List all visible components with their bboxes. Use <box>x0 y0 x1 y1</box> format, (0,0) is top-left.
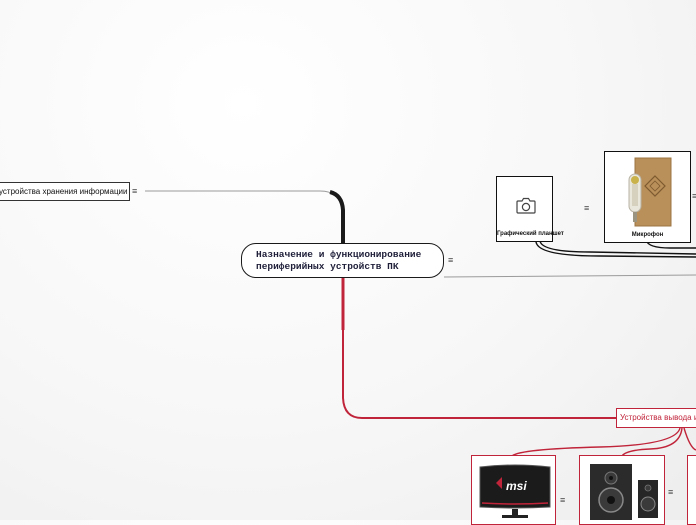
storage-devices-node[interactable]: устройства хранения информации <box>0 182 130 201</box>
storage-notes-icon[interactable]: ≡ <box>132 186 138 196</box>
msi-logo-text: msi <box>506 479 527 493</box>
speakers-notes-icon[interactable]: ≡ <box>668 487 674 497</box>
speakers-card[interactable] <box>579 455 665 525</box>
tablet-curve-2 <box>535 240 696 258</box>
central-topic-line2: периферийных устройств ПК <box>256 261 399 272</box>
red-trunk <box>342 278 616 419</box>
central-notes-icon[interactable]: ≡ <box>448 255 454 265</box>
tablet-curve <box>539 240 696 255</box>
black-trunk <box>329 190 345 245</box>
tablet-notes-icon[interactable]: ≡ <box>584 203 590 213</box>
graphics-tablet-card[interactable]: Графический планшет <box>496 176 564 242</box>
msi-monitor-photo: msi <box>479 464 551 518</box>
output-curve-1 <box>511 427 681 457</box>
speakers-photo <box>590 464 658 520</box>
monitor-notes-icon[interactable]: ≡ <box>560 495 566 505</box>
microphone-label: Микрофон <box>631 232 664 238</box>
mic-notes-icon[interactable]: ≡ <box>692 191 696 201</box>
monitor-card[interactable]: msi <box>471 455 556 525</box>
storage-devices-label: устройства хранения информации <box>0 187 128 196</box>
input-connector <box>443 274 696 278</box>
graphics-tablet-label: Графический планшет <box>497 231 564 237</box>
storage-connector <box>145 190 344 246</box>
output-devices-label: Устройства вывода и <box>620 413 696 422</box>
output-curve-2 <box>621 427 683 457</box>
central-topic-line1: Назначение и функционирование <box>256 249 422 260</box>
output-curve-3 <box>683 427 696 451</box>
central-topic[interactable]: Назначение и функционирование периферийн… <box>241 243 444 278</box>
microphone-card[interactable]: Микрофон <box>604 151 691 243</box>
output-devices-node[interactable]: Устройства вывода и <box>616 408 696 428</box>
camera-icon <box>516 197 536 214</box>
output-card-partial[interactable] <box>687 455 696 525</box>
microphone-photo <box>628 157 672 227</box>
